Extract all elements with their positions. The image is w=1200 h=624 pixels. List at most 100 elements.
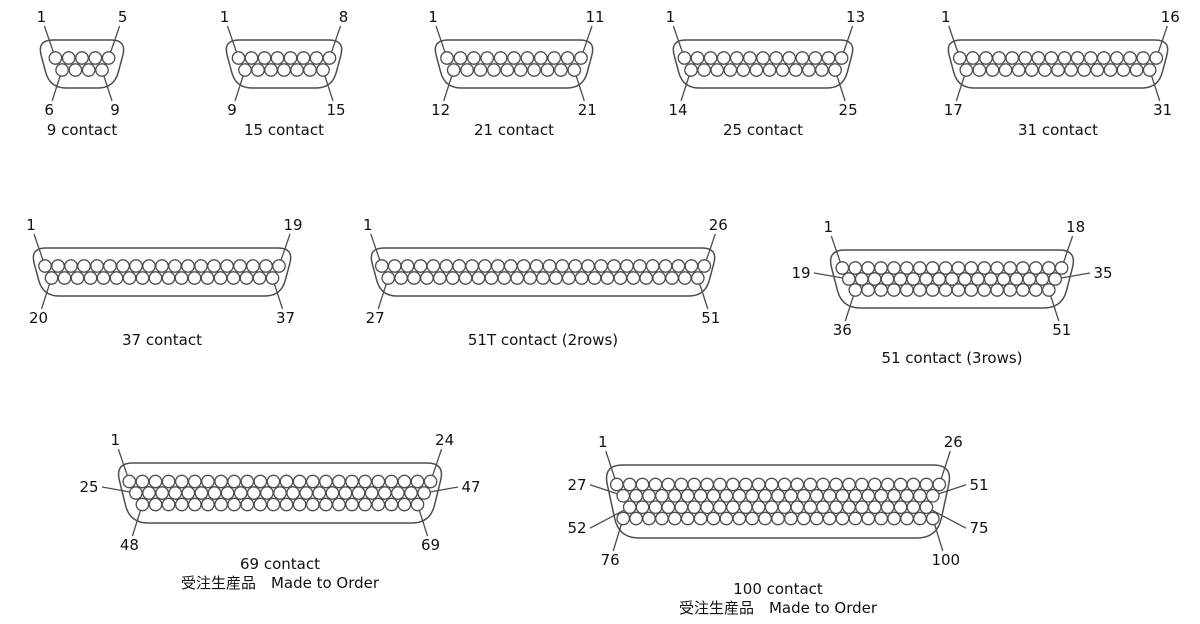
pin <box>867 477 882 492</box>
pin-number: 37 <box>276 309 295 327</box>
pin <box>201 474 215 489</box>
pin <box>642 488 656 503</box>
pin <box>135 271 150 285</box>
pin <box>460 63 474 77</box>
pin-number: 1 <box>941 8 951 26</box>
pin <box>645 259 660 273</box>
pin <box>319 497 333 512</box>
pin <box>1041 283 1056 297</box>
pin <box>652 271 666 285</box>
pin <box>129 486 143 500</box>
pin <box>912 283 927 297</box>
pin-number: 69 <box>421 536 440 554</box>
pin <box>57 271 72 285</box>
pin <box>777 477 792 492</box>
pin <box>913 511 927 526</box>
pin <box>549 271 563 285</box>
pin <box>400 259 415 273</box>
pin-number: 25 <box>839 101 858 119</box>
pin-number: 9 <box>110 101 120 119</box>
pin <box>527 63 541 77</box>
pin <box>174 497 189 512</box>
pin <box>687 500 702 515</box>
pin <box>784 488 798 503</box>
pin <box>561 271 576 285</box>
pin <box>790 500 805 515</box>
pin <box>880 272 895 286</box>
pin <box>690 271 705 285</box>
pin <box>51 259 65 273</box>
pin <box>743 51 757 65</box>
pin <box>925 283 940 297</box>
pin <box>983 272 998 286</box>
pin <box>758 488 772 503</box>
pin <box>861 283 875 297</box>
pin <box>240 497 255 512</box>
pin <box>629 488 643 503</box>
pin <box>423 474 438 489</box>
pin <box>266 497 281 512</box>
pin <box>523 271 537 285</box>
connector-caption: 37 contact <box>122 331 202 349</box>
pin <box>1011 63 1026 77</box>
pin <box>972 63 987 77</box>
pin <box>1142 63 1157 77</box>
pin <box>410 474 425 489</box>
pin <box>426 259 441 273</box>
pin <box>867 500 882 515</box>
pin <box>253 474 268 489</box>
pin <box>513 63 528 77</box>
pin <box>609 477 624 492</box>
pin <box>775 63 790 77</box>
pin <box>116 259 130 273</box>
pin <box>769 51 783 65</box>
pin <box>716 51 731 65</box>
pin <box>784 511 798 526</box>
pin-number: 26 <box>944 433 963 451</box>
pin <box>252 271 267 285</box>
pin <box>322 51 337 65</box>
pin <box>764 477 779 492</box>
pin <box>68 63 83 77</box>
pin <box>880 477 895 492</box>
connector-body-outline <box>225 39 343 89</box>
pin-number: 20 <box>29 309 48 327</box>
pin <box>622 477 637 492</box>
pin <box>536 271 550 285</box>
pin-number: 75 <box>969 519 988 537</box>
pin <box>1016 283 1030 297</box>
pin <box>533 51 548 65</box>
pin <box>1051 63 1065 77</box>
pin <box>835 261 850 275</box>
pin <box>148 474 163 489</box>
pin <box>384 497 399 512</box>
pin <box>238 63 252 77</box>
pin <box>397 497 412 512</box>
pin <box>726 500 740 515</box>
pin <box>706 511 721 526</box>
pin <box>1103 63 1118 77</box>
pin <box>874 261 888 275</box>
pin <box>1009 272 1024 286</box>
pin <box>446 63 461 77</box>
pin <box>305 474 320 489</box>
pin <box>387 259 402 273</box>
pin <box>259 259 273 273</box>
pin <box>397 474 412 489</box>
pin <box>1077 63 1092 77</box>
pin-number: 1 <box>111 431 121 449</box>
pin <box>600 271 615 285</box>
pin <box>919 477 934 492</box>
pin <box>1022 272 1037 286</box>
pin <box>279 497 294 512</box>
pin <box>507 51 521 65</box>
pin <box>371 497 386 512</box>
pin <box>790 477 805 492</box>
contact-pins <box>440 51 588 77</box>
